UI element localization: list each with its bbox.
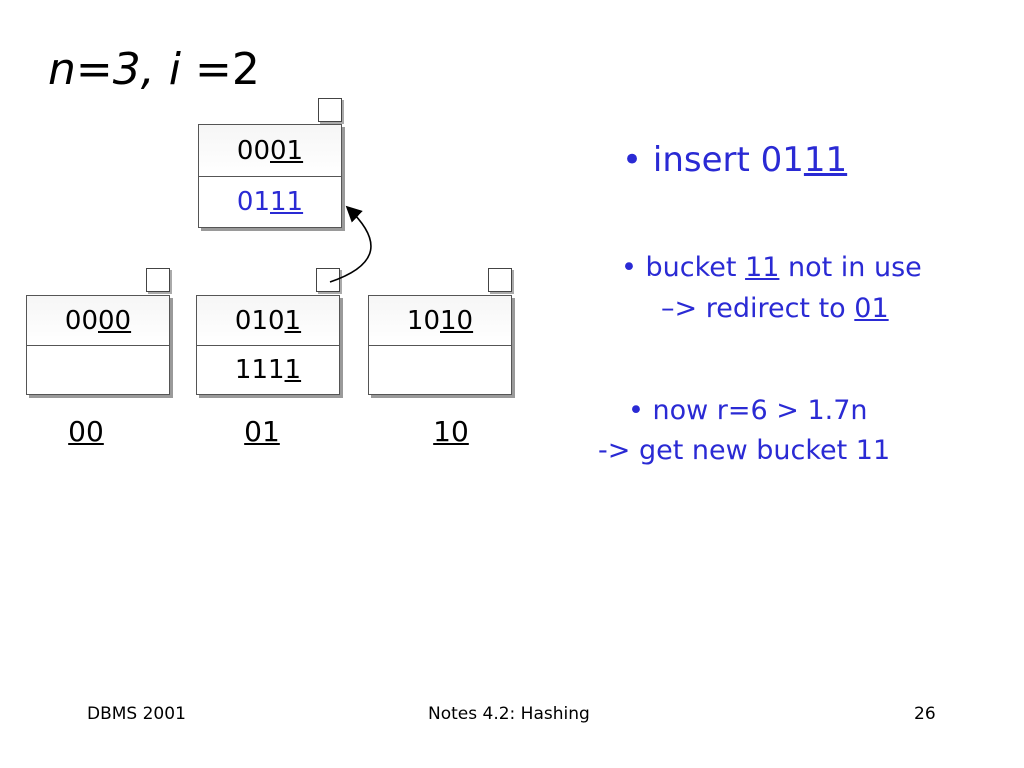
slot-key-prefix: 10 (406, 305, 440, 336)
slide-title: n=3, i =2 (48, 48, 260, 92)
note-redirect-text: redirect to (697, 293, 855, 324)
slot-key-hashbits: 1 (284, 305, 302, 336)
note-bucket-suffix: not in use (779, 252, 922, 283)
note-redirect: –> redirect to 01 (661, 291, 889, 326)
slot-key-hashbits: 1 (284, 355, 302, 385)
slot-key-hashbits: 01 (270, 135, 304, 166)
overflow-pointer-box (488, 268, 512, 292)
note-bucket-bits: 11 (745, 252, 780, 283)
overflow-pointer-box (318, 98, 342, 122)
slot-key-prefix: 00 (236, 135, 270, 166)
footer-center: Notes 4.2: Hashing (428, 704, 590, 724)
note-insert: • insert 0111 (622, 138, 847, 182)
title-i-var: i (168, 44, 181, 95)
overflow-pointer-box (316, 268, 340, 292)
note-redirect-bits: 01 (854, 293, 889, 324)
note-insert-bits: 11 (803, 140, 848, 180)
bucket-label-10: 10 (433, 415, 469, 448)
slot-key-hashbits: 00 (98, 305, 132, 336)
bucket-label-00: 00 (68, 415, 104, 448)
overflow-pointer-box (146, 268, 170, 292)
bullet: • (622, 140, 643, 180)
slot-key-hashbits: 10 (440, 305, 474, 336)
slot-key-prefix: 111 (234, 355, 285, 385)
bucket-label-01: 01 (244, 415, 280, 448)
note-now: • now r=6 > 1.7n (628, 395, 868, 426)
slot-key-prefix: 010 (234, 305, 285, 336)
footer-left: DBMS 2001 (87, 704, 186, 724)
note-bucket-unused: • bucket 11 not in use (621, 250, 922, 285)
title-n-part: n=3, (48, 44, 155, 95)
note-bucket-prefix: • bucket (621, 252, 746, 283)
slot-key-hashbits: 11 (270, 187, 304, 217)
slot-key-prefix: 01 (236, 187, 270, 217)
bucket-slot-empty (369, 345, 511, 394)
title-i-value: =2 (180, 44, 260, 95)
note-get-new-bucket: -> get new bucket 11 (598, 435, 891, 466)
footer-page-number: 26 (914, 704, 936, 724)
slot-key-prefix: 00 (64, 305, 98, 336)
redirect-arrow-glyph: –> (661, 293, 698, 324)
note-insert-text: insert 01 (642, 140, 804, 180)
bucket-slot-empty (27, 345, 169, 394)
